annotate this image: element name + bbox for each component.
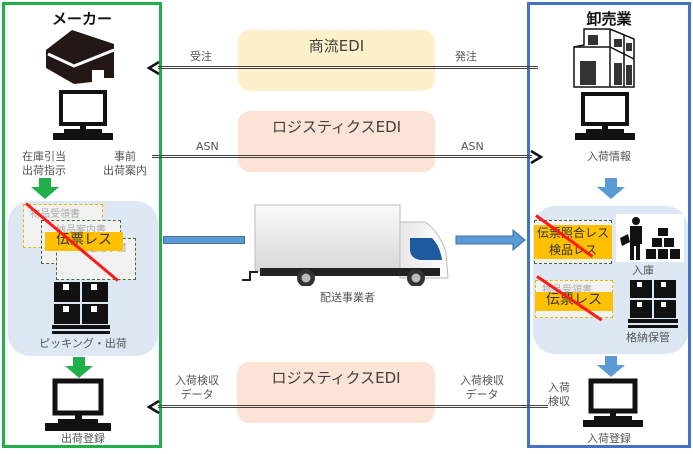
wholesaler-arrival-computer-icon (583, 378, 643, 427)
shipment-flow-arrow-icon (455, 229, 526, 251)
logistics-edi-top-title: ロジスティクスEDI (271, 118, 402, 136)
arrival-registration-label: 入荷登録 (587, 432, 631, 445)
asn-arrow-line (152, 155, 532, 158)
wholesaler-down-arrow-1-icon (597, 178, 625, 199)
wholesaler-pallet-icon (628, 280, 678, 328)
maker-pallet-icon (52, 282, 110, 334)
allocation-label: 在庫引当 出荷指示 (22, 150, 66, 178)
advance-notice-label: 事前 出荷案内 (103, 150, 147, 178)
inspection-right-line1: 入荷検収 (460, 374, 504, 387)
inspection-left-line1: 入荷検収 (175, 374, 219, 387)
maker-shipping-computer-icon (45, 378, 111, 431)
advance-notice-line2: 出荷案内 (103, 164, 147, 177)
advance-notice-line1: 事前 (114, 150, 136, 163)
logistics-edi-bottom-title: ロジスティクスEDI (271, 369, 401, 387)
warehouse-icon (573, 28, 635, 88)
commerce-edi-title: 商流EDI (308, 37, 365, 55)
wholesaler-computer-icon (575, 92, 635, 140)
wholesaler-title: 卸売業 (586, 10, 632, 28)
allocation-label-line2: 出荷指示 (22, 164, 66, 177)
inspection-arrowhead-icon (146, 399, 160, 415)
order-arrow-line (158, 66, 538, 69)
maker-computer-icon (53, 90, 113, 140)
inspection-arrow-line (158, 405, 548, 408)
order-received-label: 受注 (190, 50, 212, 63)
inspection-label: 入荷 検収 (548, 381, 570, 409)
worker-receiving-icon (616, 214, 684, 262)
inspection-right-label: 入荷検収 データ (460, 374, 504, 402)
commerce-edi-box: 商流EDI (238, 30, 435, 91)
asn-right-label: ASN (461, 140, 484, 153)
warehousing-label: 入庫 (632, 264, 654, 277)
order-arrowhead-icon (146, 60, 160, 76)
check-less-line1: 伝票照合レス (536, 226, 609, 240)
inspection-label-line2: 検収 (548, 395, 570, 408)
carrier-label: 配送事業者 (320, 291, 375, 304)
factory-icon (46, 30, 115, 84)
logistics-edi-bottom-box: ロジスティクスEDI (237, 362, 435, 423)
shipment-flow-left (163, 236, 245, 244)
order-placed-label: 発注 (455, 50, 477, 63)
maker-panel (2, 2, 162, 448)
inspection-right-line2: データ (465, 388, 499, 401)
arrival-info-label: 入荷情報 (587, 150, 631, 163)
delivery-truck-icon (242, 204, 449, 286)
maker-down-arrow-2-icon (65, 357, 93, 378)
maker-document-receipt-text: 物品受領書 (30, 209, 80, 220)
wholesaler-down-arrow-2-icon (597, 356, 625, 377)
picking-label: ピッキング・出荷 (39, 337, 127, 350)
logistics-edi-top-box: ロジスティクスEDI (238, 111, 435, 172)
wholesaler-document-receipt-text: 物品受領書 (542, 285, 592, 296)
maker-document-delivery-text: 納品案内書 (56, 225, 106, 236)
inspection-label-line1: 入荷 (548, 381, 570, 394)
asn-arrowhead-icon (530, 149, 544, 165)
storage-label: 格納保管 (626, 331, 670, 344)
shipping-registration-label: 出荷登録 (61, 432, 105, 445)
maker-title: メーカー (51, 10, 112, 28)
maker-down-arrow-1-icon (31, 178, 59, 199)
asn-left-label: ASN (196, 140, 219, 153)
inspection-left-line2: データ (180, 388, 214, 401)
wholesaler-panel (527, 2, 691, 448)
allocation-label-line1: 在庫引当 (22, 150, 66, 163)
inspection-left-label: 入荷検収 データ (175, 374, 219, 402)
maker-paperless-stamp: 伝票レス (45, 232, 123, 251)
